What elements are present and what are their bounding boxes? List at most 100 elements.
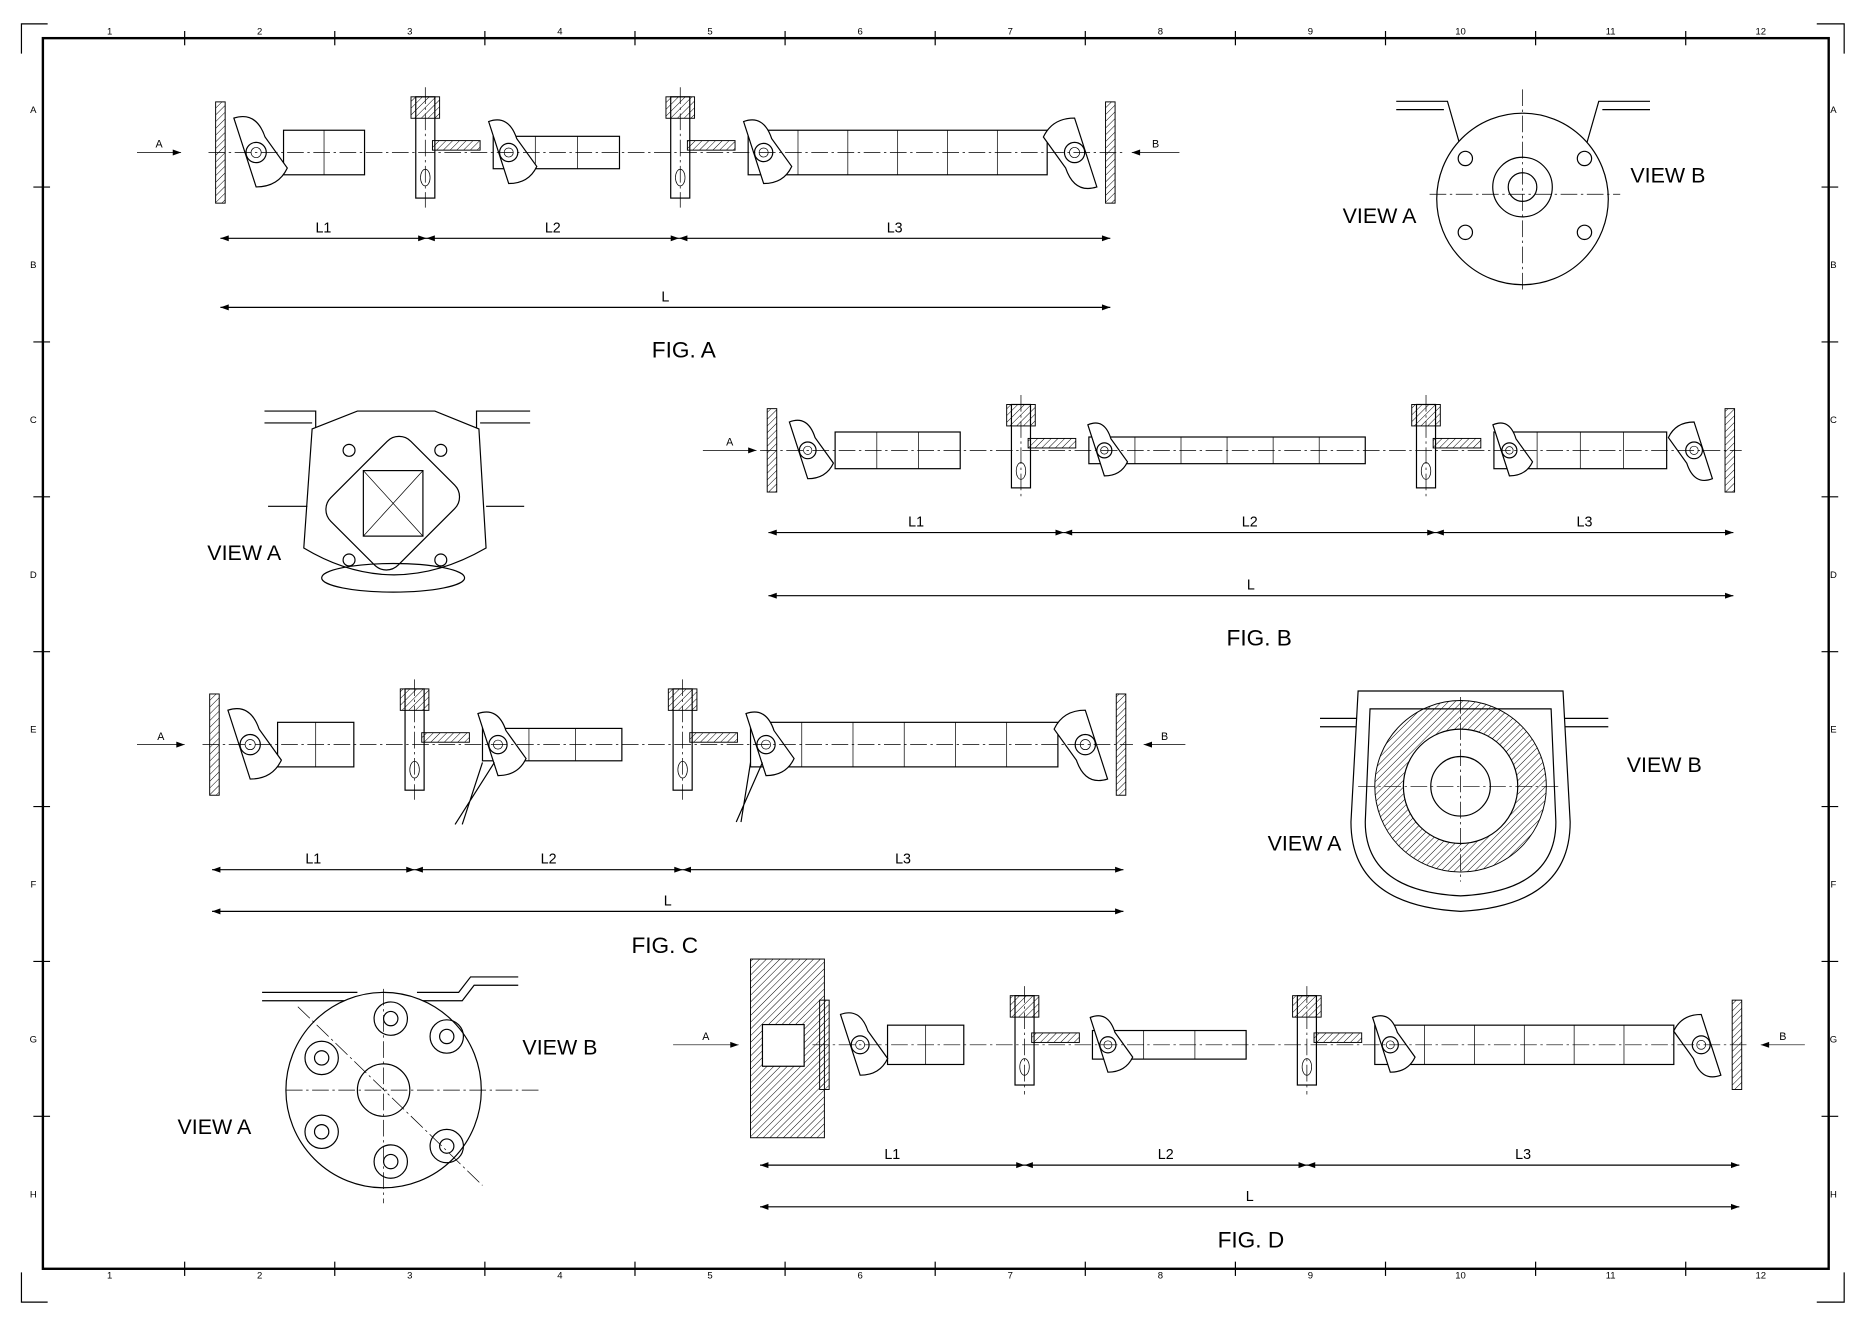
grid-column-label: 5 — [707, 27, 712, 38]
grid-column-label: 12 — [1755, 1270, 1766, 1281]
dimension-label: L2 — [545, 220, 561, 236]
grid-row-label: E — [1830, 725, 1836, 736]
view-direction-label: A — [155, 139, 163, 151]
spline-section — [1313, 1032, 1363, 1043]
arrowhead — [1016, 1162, 1025, 1169]
grid-column-label: 11 — [1606, 1270, 1616, 1281]
spline-section — [431, 140, 481, 151]
arrowhead — [730, 1041, 739, 1048]
grid-row-label: G — [30, 1034, 37, 1045]
bracket-flange — [264, 410, 531, 429]
dimension-label: L1 — [305, 852, 321, 868]
arrowhead — [1427, 529, 1436, 536]
u-housing-inner — [1364, 708, 1557, 897]
grid-column-label: 2 — [257, 27, 262, 38]
figure-title: FIG. C — [631, 933, 698, 958]
spline-section — [1031, 1032, 1080, 1043]
dimension-label: L3 — [1515, 1147, 1531, 1163]
grid-column-label: 9 — [1308, 1270, 1313, 1281]
bolt-boss — [304, 1040, 339, 1076]
dimension-label: L1 — [315, 220, 331, 236]
arrowhead — [768, 592, 777, 599]
grid-column-label: 5 — [707, 1270, 712, 1281]
grid-column-label: 11 — [1606, 27, 1616, 38]
arrowhead — [1725, 529, 1734, 536]
arrowhead — [220, 235, 229, 242]
bolt-boss — [429, 1128, 465, 1164]
dimension-label: L3 — [887, 220, 903, 236]
grid-column-label: 4 — [557, 1270, 563, 1281]
grid-column-label: 6 — [857, 1270, 862, 1281]
grid-column-label: 1 — [107, 27, 112, 38]
cross-bearing-inner — [803, 445, 813, 455]
corner-mark — [1816, 1272, 1845, 1303]
arrowhead — [1063, 529, 1073, 536]
grid-row-label: H — [30, 1189, 37, 1200]
arrowhead — [1730, 1162, 1740, 1169]
spline-section — [421, 732, 470, 743]
arrowhead — [768, 529, 777, 536]
arrowhead — [1101, 235, 1111, 242]
arrowhead — [682, 866, 691, 873]
grid-column-label: 8 — [1158, 27, 1163, 38]
dimension-label: L — [1247, 578, 1255, 594]
square-bore — [362, 470, 424, 537]
grid-row-label: D — [30, 570, 37, 581]
bolt-hole — [434, 443, 448, 457]
grid-row-label: A — [30, 105, 37, 116]
flange-plate — [325, 435, 461, 571]
center-line — [297, 1006, 483, 1186]
arrowhead — [1055, 529, 1064, 536]
dimension-label: L3 — [895, 852, 911, 868]
arrowhead — [1760, 1041, 1770, 1048]
grid-row-label: G — [1830, 1034, 1837, 1045]
arrowhead — [1101, 304, 1111, 311]
spline-section — [689, 732, 738, 743]
arrowhead — [414, 866, 423, 873]
bolt-hole — [1457, 224, 1474, 241]
view-a-label: VIEW A — [1268, 832, 1343, 856]
arrowhead — [172, 149, 182, 156]
dimension-label: L1 — [884, 1147, 900, 1163]
arrowhead — [176, 741, 185, 748]
corner-mark — [1816, 23, 1845, 54]
figure-title: FIG. D — [1218, 1227, 1285, 1252]
arrowhead — [1024, 1162, 1033, 1169]
support-housing — [303, 410, 487, 576]
spline-section — [686, 140, 736, 151]
arrowhead — [426, 235, 435, 242]
grid-row-label: H — [1830, 1189, 1837, 1200]
arrowhead — [220, 304, 229, 311]
grid-row-label: B — [30, 260, 36, 271]
arrowhead — [760, 1203, 769, 1210]
arrowhead — [1131, 149, 1141, 156]
view-a-label: VIEW A — [207, 541, 282, 565]
grid-column-label: 1 — [107, 1270, 112, 1281]
bearing-ring — [321, 562, 466, 593]
arrowhead — [1435, 529, 1444, 536]
figure-title: FIG. B — [1227, 626, 1292, 651]
view-direction-label: B — [1779, 1031, 1786, 1043]
bracket-flange — [1396, 100, 1650, 144]
bolt-hole — [1576, 224, 1593, 241]
bolt-boss — [304, 1114, 339, 1150]
grid-column-label: 4 — [557, 27, 563, 38]
leader-line — [454, 762, 763, 825]
grid-column-label: 6 — [857, 27, 862, 38]
grid-column-label: 10 — [1455, 27, 1466, 38]
bolt-hole — [313, 1050, 330, 1066]
bolt-hole — [313, 1124, 330, 1140]
bolt-hole — [1457, 150, 1474, 167]
bolt-boss — [373, 1144, 409, 1179]
bolt-hole — [342, 443, 356, 457]
arrowhead — [679, 235, 688, 242]
view-direction-label: A — [702, 1031, 710, 1043]
grid-row-label: F — [30, 880, 36, 891]
bolt-boss — [373, 1001, 409, 1036]
dimension-label: L3 — [1577, 515, 1593, 531]
